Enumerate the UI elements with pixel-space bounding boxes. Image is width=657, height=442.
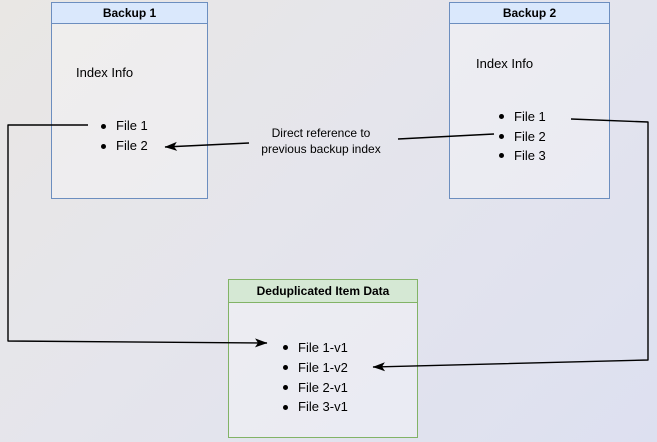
backup2-title: Backup 2 — [450, 3, 609, 24]
list-item: File 3 — [494, 146, 546, 166]
direct-reference-label-line2: previous backup index — [261, 142, 381, 156]
list-item: File 1 — [96, 116, 148, 136]
backup2-box: Backup 2 Index Info File 1 File 2 File 3 — [449, 2, 610, 199]
direct-reference-label: Direct reference to previous backup inde… — [247, 125, 395, 157]
list-item: File 1-v1 — [278, 338, 348, 358]
list-item: File 3-v1 — [278, 397, 348, 417]
list-item: File 2-v1 — [278, 378, 348, 398]
backup1-file-list: File 1 File 2 — [96, 116, 148, 156]
list-item: File 2 — [494, 127, 546, 147]
backup1-box: Backup 1 Index Info File 1 File 2 — [51, 2, 208, 199]
backup2-index-info-label: Index Info — [476, 56, 534, 71]
backup1-title: Backup 1 — [52, 3, 207, 24]
list-item: File 1 — [494, 107, 546, 127]
dedup-file-list: File 1-v1 File 1-v2 File 2-v1 File 3-v1 — [278, 338, 348, 417]
backup2-file-list: File 1 File 2 File 3 — [494, 107, 546, 166]
direct-reference-label-line1: Direct reference to — [271, 126, 371, 140]
dedup-box: Deduplicated Item Data File 1-v1 File 1-… — [228, 279, 418, 438]
list-item: File 1-v2 — [278, 358, 348, 378]
list-item: File 2 — [96, 136, 148, 156]
dedup-title: Deduplicated Item Data — [229, 280, 417, 303]
backup1-index-info-label: Index Info — [76, 65, 134, 80]
